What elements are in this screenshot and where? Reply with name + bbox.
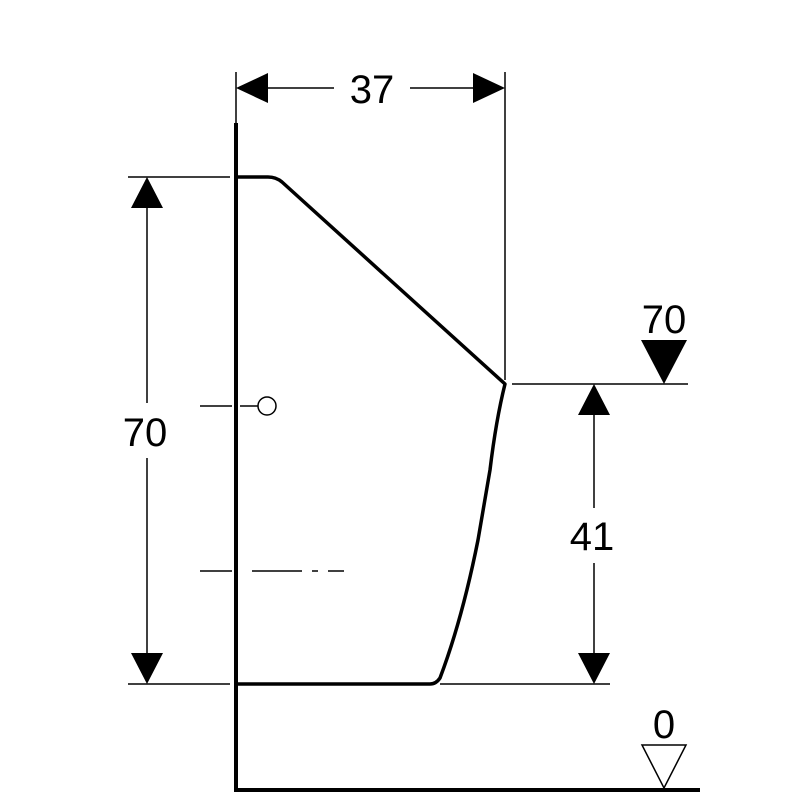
height-label: 70 [123,411,168,455]
height-arrow-top [131,177,163,208]
height-arrow-bottom [131,653,163,684]
urinal-outline [236,175,507,686]
width-label: 37 [350,68,395,112]
connection-point-circle [257,396,277,416]
level-top-label: 70 [642,298,687,342]
rim-arrow-top [578,384,610,415]
width-arrow-left [236,73,268,103]
rim-arrow-bottom [578,653,610,684]
rim-height-label: 41 [570,515,615,559]
level-top-marker [641,340,687,384]
level-floor-marker [640,744,688,790]
level-floor-label: 0 [653,703,675,747]
width-arrow-right [473,73,505,103]
